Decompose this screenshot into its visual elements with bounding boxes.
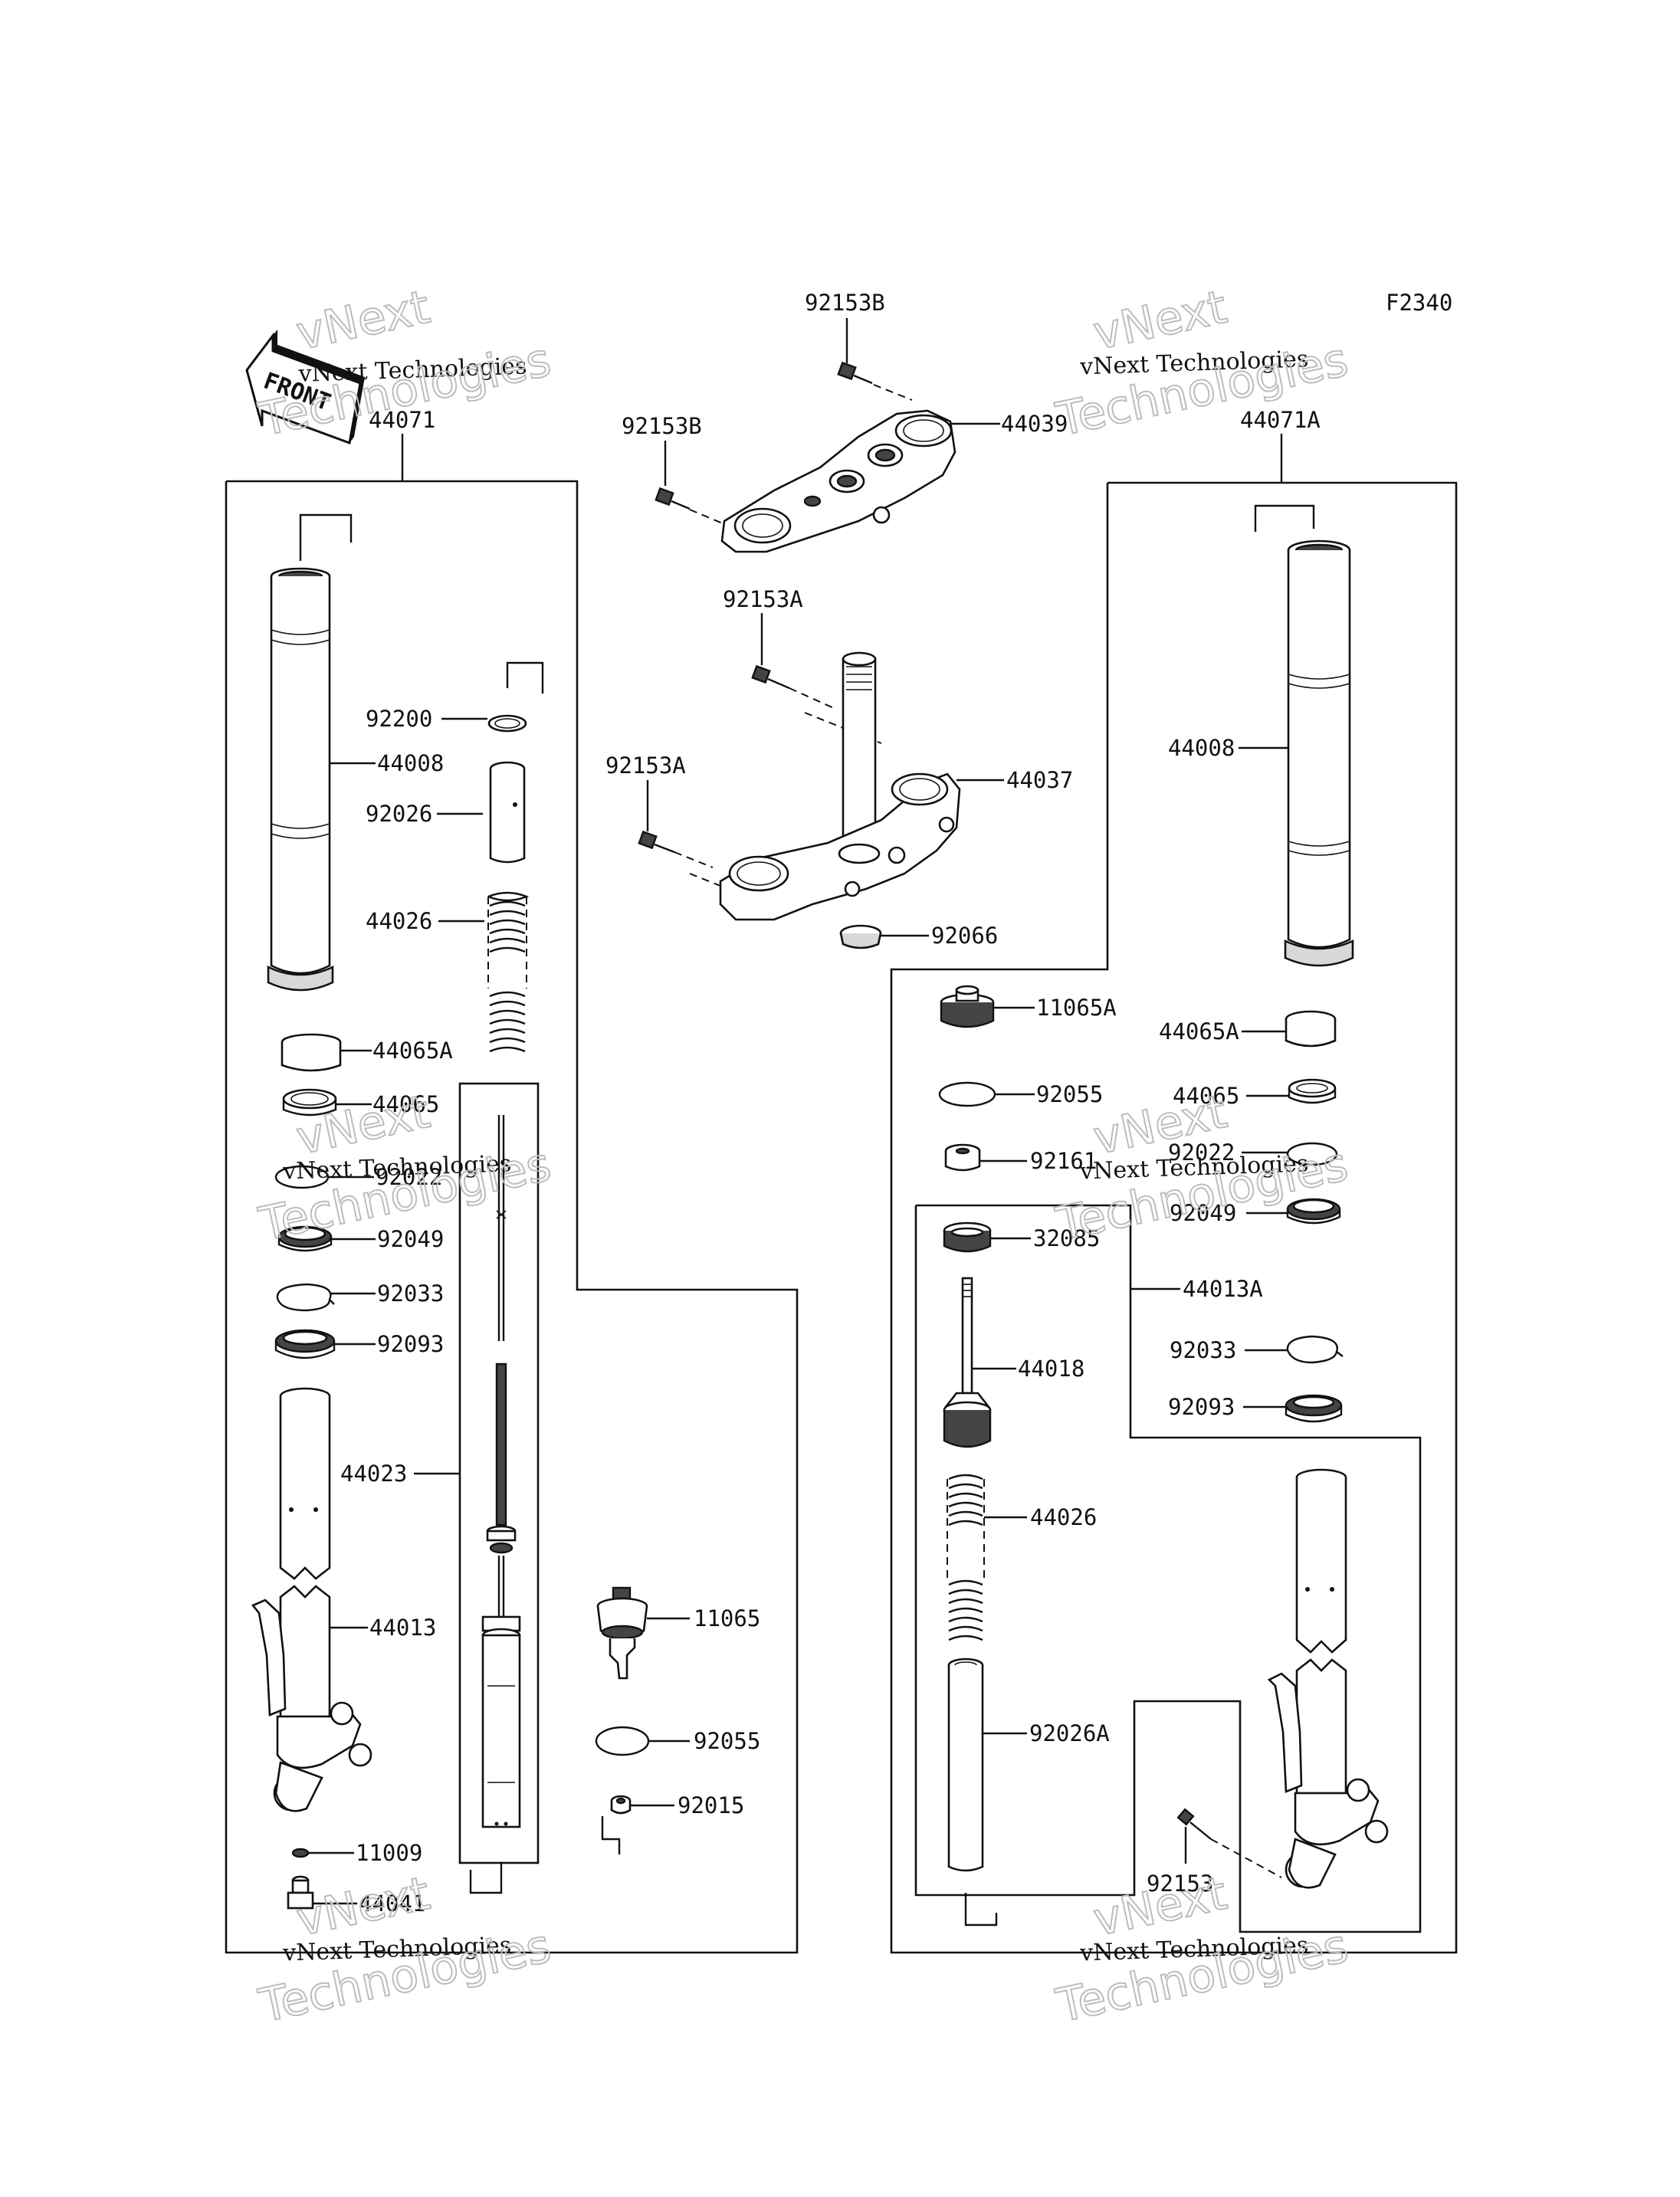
label-44039: 44039 — [1001, 411, 1068, 437]
label-44065A-right: 44065A — [1159, 1018, 1239, 1044]
bolt-44041 — [287, 1875, 314, 1910]
label-44026-left: 44026 — [366, 908, 432, 934]
oil-seal-92049-right — [1286, 1198, 1341, 1225]
fork-bottom-44013 — [251, 1387, 372, 1812]
cartridge-assembly-outline — [914, 1204, 1422, 1933]
gasket-11009 — [291, 1848, 310, 1858]
label-92026: 92026 — [366, 801, 432, 827]
rod-44018 — [943, 1277, 992, 1448]
right-assembly-outline — [890, 481, 1458, 1954]
label-44065A-left: 44065A — [372, 1038, 453, 1064]
label-44008-left: 44008 — [377, 750, 444, 776]
label-92055-mid: 92055 — [694, 1728, 760, 1754]
label-92153A-left: 92153A — [605, 753, 686, 779]
cap-bolt-11065A — [940, 985, 995, 1028]
label-11065: 11065 — [694, 1605, 760, 1631]
bolt-92153B-left — [655, 487, 691, 510]
label-11065A: 11065A — [1036, 995, 1117, 1021]
clip-92033-right — [1286, 1335, 1344, 1364]
dust-seal-92093-right — [1285, 1394, 1343, 1423]
damper-rod-44023 — [469, 1115, 521, 1894]
collar-92161 — [944, 1143, 981, 1172]
label-44023: 44023 — [340, 1461, 407, 1487]
label-32085: 32085 — [1033, 1225, 1100, 1251]
label-92153B-left: 92153B — [622, 413, 702, 439]
label-92161: 92161 — [1030, 1148, 1097, 1174]
bolt-92153A-top — [751, 664, 790, 690]
bolt-92153 — [1176, 1808, 1212, 1840]
spring-44026-right — [947, 1474, 985, 1641]
fork-bottom-right — [1267, 1468, 1389, 1889]
label-44008-right: 44008 — [1168, 735, 1235, 761]
bushing-44065A-left — [281, 1033, 342, 1072]
bolt-92153B-top — [837, 361, 873, 385]
label-92022-left: 92022 — [376, 1164, 442, 1190]
svg-text:vNext: vNext — [292, 280, 435, 361]
label-92033-right: 92033 — [1170, 1337, 1236, 1363]
upper-clamp-44039 — [720, 409, 956, 553]
spacer-92026 — [489, 761, 526, 864]
oil-seal-92049-left — [277, 1225, 333, 1252]
label-92153A-top: 92153A — [723, 586, 803, 612]
lower-clamp-44037 — [719, 651, 961, 921]
label-44065-left: 44065 — [372, 1091, 439, 1117]
spacer-92026A — [947, 1658, 998, 1926]
bushing-44065-left — [282, 1088, 337, 1117]
label-44041: 44041 — [359, 1890, 425, 1917]
outer-tube-left — [267, 513, 353, 992]
label-92026A: 92026A — [1029, 1720, 1110, 1746]
nut-92015 — [610, 1795, 632, 1815]
label-92093-left: 92093 — [377, 1331, 444, 1357]
label-92015: 92015 — [678, 1792, 744, 1818]
label-92153: 92153 — [1147, 1871, 1213, 1897]
dust-seal-92066 — [839, 924, 882, 949]
washer-92022-right — [1286, 1142, 1338, 1166]
diagram-code: F2340 — [1386, 290, 1452, 316]
watermark-mid-left: vNext vNext Technologies Technologies — [254, 1084, 556, 1252]
label-44071: 44071 — [369, 407, 435, 433]
o-ring-92055-mid — [595, 1726, 650, 1756]
watermark-bottom-left: vNext vNext Technologies Technologies — [254, 1866, 556, 2034]
front-arrow-icon: FRONT — [245, 330, 365, 445]
outer-tube-right — [1254, 504, 1354, 967]
left-assembly-outline — [225, 480, 799, 1954]
o-ring-92055-right — [938, 1081, 996, 1107]
label-92153B-top: 92153B — [805, 290, 885, 316]
label-44037: 44037 — [1006, 767, 1073, 793]
cap-bolt-11065 — [596, 1586, 648, 1680]
label-44026-right: 44026 — [1030, 1504, 1097, 1530]
label-92033-left: 92033 — [377, 1280, 444, 1307]
bushing-44065A-right — [1285, 1010, 1337, 1048]
label-44013A: 44013A — [1183, 1276, 1263, 1302]
label-92022-right: 92022 — [1168, 1139, 1235, 1166]
label-92049-right: 92049 — [1170, 1200, 1236, 1226]
dust-seal-92093-left — [274, 1329, 336, 1359]
label-44013: 44013 — [369, 1615, 436, 1641]
spring-44026-left — [487, 891, 530, 1053]
bolt-92153A-left — [638, 830, 675, 854]
label-92093-right: 92093 — [1168, 1394, 1235, 1420]
label-44018: 44018 — [1018, 1356, 1084, 1382]
clip-92033-left — [276, 1283, 335, 1312]
label-11009: 11009 — [356, 1840, 422, 1866]
label-92055-right: 92055 — [1036, 1081, 1103, 1107]
label-92066: 92066 — [931, 923, 998, 949]
label-92200: 92200 — [366, 706, 432, 732]
label-44065-right: 44065 — [1173, 1083, 1239, 1109]
adjuster-32085 — [943, 1221, 992, 1253]
label-44071A: 44071A — [1240, 407, 1321, 433]
bushing-44065-right — [1288, 1078, 1337, 1104]
washer-92200 — [487, 714, 527, 733]
label-92049-left: 92049 — [377, 1226, 444, 1252]
